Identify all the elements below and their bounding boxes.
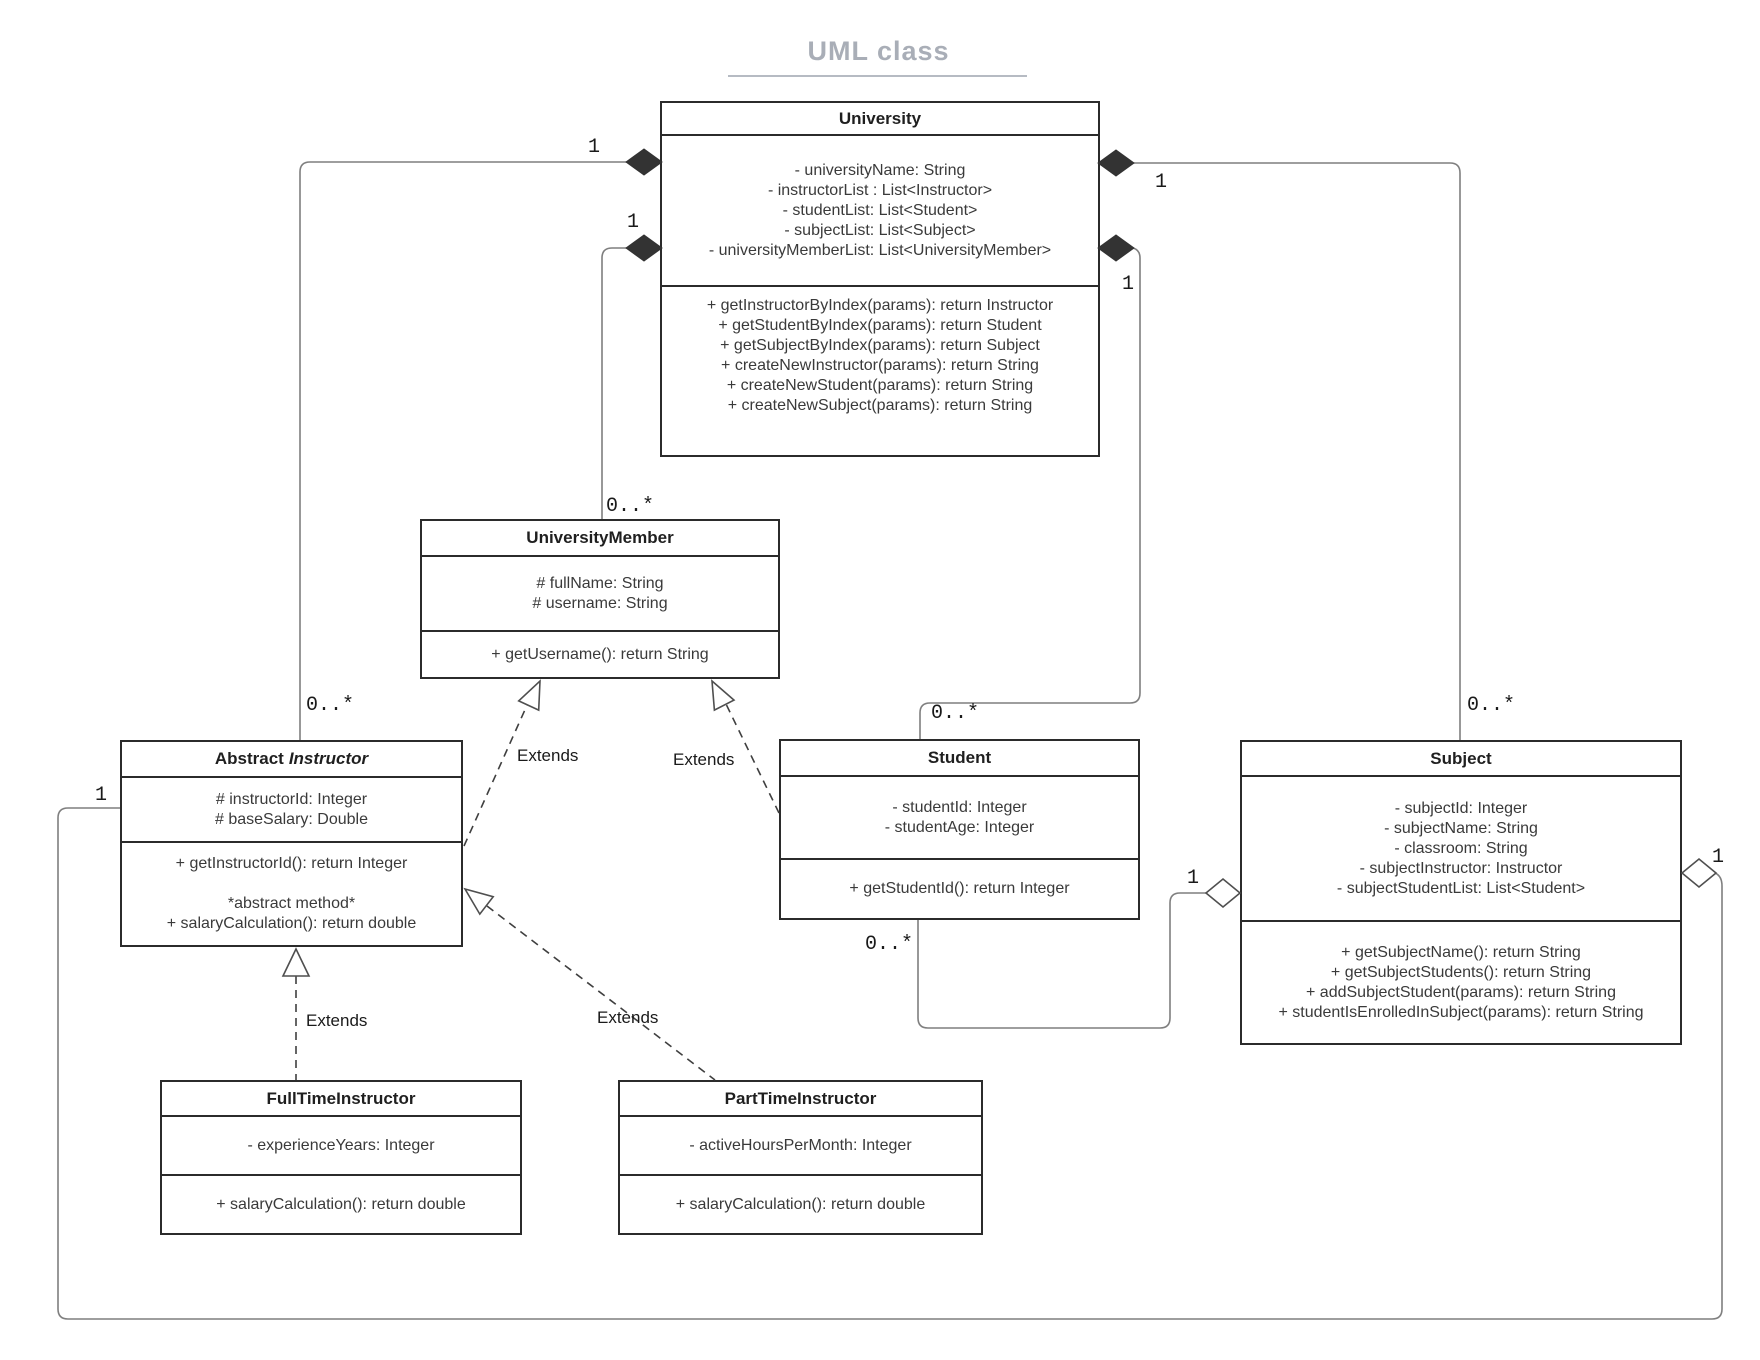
class-student-methods: + getStudentId(): return Integer <box>781 860 1138 918</box>
class-university-methods: + getInstructorByIndex(params): return I… <box>662 287 1098 455</box>
attribute: - universityName: String <box>794 161 966 179</box>
method: + addSubjectStudent(params): return Stri… <box>1306 983 1616 1001</box>
mult-university-end: 1 <box>1155 171 1167 194</box>
attribute: - studentAge: Integer <box>884 818 1035 836</box>
class-abstract-instructor-methods: + getInstructorId(): return Integer *abs… <box>122 843 461 945</box>
mult-student-end: 0..* <box>865 933 913 956</box>
method: + salaryCalculation(): return double <box>675 1195 926 1213</box>
mult-member-end: 0..* <box>606 495 654 518</box>
class-fulltime-instructor-methods: + salaryCalculation(): return double <box>162 1176 520 1233</box>
title-underline <box>728 75 1027 77</box>
class-university-member-attributes: # fullName: String # username: String <box>422 557 778 632</box>
composition-diamond-icon <box>625 148 663 176</box>
extends-label: Extends <box>517 746 578 765</box>
class-fulltime-instructor-name: FullTimeInstructor <box>162 1082 520 1117</box>
attribute: # instructorId: Integer <box>215 790 368 808</box>
attribute: - subjectList: List<Subject> <box>784 221 976 239</box>
class-student: Student - studentId: Integer - studentAg… <box>779 739 1140 920</box>
diagram-title: UML class <box>807 36 950 66</box>
attribute: - instructorList : List<Instructor> <box>767 181 993 199</box>
attribute: - studentId: Integer <box>892 798 1027 816</box>
method: + createNewStudent(params): return Strin… <box>726 377 1034 394</box>
attribute: - experienceYears: Integer <box>247 1136 435 1154</box>
generalization-triangle-icon <box>463 887 495 916</box>
class-student-attributes: - studentId: Integer - studentAge: Integ… <box>781 777 1138 860</box>
attribute: # baseSalary: Double <box>215 810 368 828</box>
attribute: # fullName: String <box>536 574 664 592</box>
extends-label: Extends <box>673 750 734 769</box>
aggregation-diamond-icon <box>1204 877 1242 909</box>
mult-instructor-end: 0..* <box>306 694 354 717</box>
university-member-association-line <box>601 247 627 519</box>
class-abstract-instructor-name: Abstract Instructor <box>122 742 461 778</box>
class-university-name: University <box>662 103 1098 136</box>
class-abstract-instructor: Abstract Instructor # instructorId: Inte… <box>120 740 463 947</box>
mult-university-end: 1 <box>627 211 639 234</box>
class-student-name: Student <box>781 741 1138 777</box>
class-subject-attributes: - subjectId: Integer - subjectName: Stri… <box>1242 777 1680 922</box>
method: + createNewInstructor(params): return St… <box>721 357 1039 374</box>
attribute: - classroom: String <box>1394 839 1528 857</box>
class-fulltime-instructor-attributes: - experienceYears: Integer <box>162 1117 520 1176</box>
attribute: - studentList: List<Student> <box>782 201 978 219</box>
method: + getInstructorId(): return Integer <box>175 855 408 872</box>
class-university-attributes: - universityName: String - instructorLis… <box>662 136 1098 287</box>
aggregation-diamond-icon <box>1680 857 1718 889</box>
attribute: - subjectId: Integer <box>1394 799 1528 817</box>
method: + createNewSubject(params): return Strin… <box>727 397 1033 414</box>
method: + getSubjectStudents(): return String <box>1330 963 1592 981</box>
mult-university-end: 1 <box>1122 273 1134 296</box>
method: + getSubjectByIndex(params): return Subj… <box>720 337 1040 354</box>
method: + salaryCalculation(): return double <box>166 915 417 932</box>
composition-diamond-icon <box>625 234 663 262</box>
attribute: - activeHoursPerMonth: Integer <box>689 1136 912 1154</box>
parttime-extends-instructor-line <box>486 905 716 1081</box>
class-subject: Subject - subjectId: Integer - subjectNa… <box>1240 740 1682 1045</box>
mult-subject-end: 1 <box>1187 867 1199 890</box>
class-parttime-instructor-name: PartTimeInstructor <box>620 1082 981 1117</box>
method: + getSubjectName(): return String <box>1341 943 1581 961</box>
extends-label: Extends <box>306 1011 367 1030</box>
instructor-extends-member-line <box>463 702 529 847</box>
method: + getInstructorByIndex(params): return I… <box>706 297 1054 314</box>
class-parttime-instructor-attributes: - activeHoursPerMonth: Integer <box>620 1117 981 1176</box>
class-fulltime-instructor: FullTimeInstructor - experienceYears: In… <box>160 1080 522 1235</box>
attribute: - universityMemberList: List<UniversityM… <box>708 241 1052 259</box>
class-university-member-methods: + getUsername(): return String <box>422 632 778 677</box>
extends-label: Extends <box>597 1008 658 1027</box>
class-abstract-instructor-attributes: # instructorId: Integer # baseSalary: Do… <box>122 778 461 843</box>
class-university-member-name: UniversityMember <box>422 521 778 557</box>
composition-diamond-icon <box>1097 234 1135 262</box>
generalization-triangle-icon <box>517 679 541 712</box>
university-subject-association-line <box>1133 162 1461 740</box>
class-parttime-instructor-methods: + salaryCalculation(): return double <box>620 1176 981 1233</box>
class-university: University - universityName: String - in… <box>660 101 1100 457</box>
method: + getUsername(): return String <box>491 645 709 663</box>
attribute: # username: String <box>532 594 668 612</box>
mult-university-end: 1 <box>588 136 600 159</box>
mult-subject-end: 1 <box>1712 846 1724 869</box>
class-parttime-instructor: PartTimeInstructor - activeHoursPerMonth… <box>618 1080 983 1235</box>
class-name-prefix: Abstract <box>214 749 284 768</box>
method: + getStudentId(): return Integer <box>849 880 1070 897</box>
student-extends-member-line <box>725 703 780 814</box>
mult-student-end: 0..* <box>931 702 979 725</box>
mult-subject-end: 0..* <box>1467 694 1515 717</box>
attribute: - subjectInstructor: Instructor <box>1359 859 1563 877</box>
method: *abstract method* <box>227 895 356 912</box>
method: + getStudentByIndex(params): return Stud… <box>718 317 1042 334</box>
method: + studentIsEnrolledInSubject(params): re… <box>1278 1003 1644 1021</box>
composition-diamond-icon <box>1097 149 1135 177</box>
class-subject-methods: + getSubjectName(): return String + getS… <box>1242 922 1680 1043</box>
attribute: - subjectStudentList: List<Student> <box>1336 879 1586 897</box>
attribute: - subjectName: String <box>1384 819 1538 837</box>
method: + salaryCalculation(): return double <box>216 1195 466 1213</box>
class-university-member: UniversityMember # fullName: String # us… <box>420 519 780 679</box>
class-subject-name: Subject <box>1242 742 1680 777</box>
generalization-triangle-icon <box>281 947 311 977</box>
generalization-triangle-icon <box>711 679 736 712</box>
mult-instructor-end: 1 <box>95 784 107 807</box>
class-name-italic: Instructor <box>288 749 369 768</box>
